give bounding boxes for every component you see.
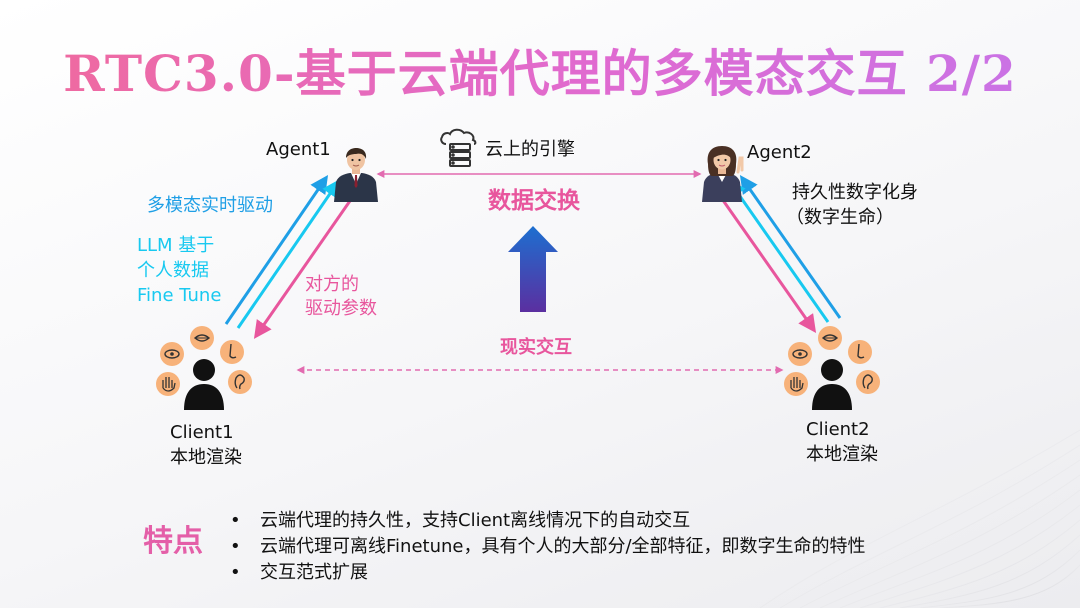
feature-text: 云端代理的持久性，支持Client离线情况下的自动交互 — [260, 510, 691, 531]
client2-sense-cluster — [784, 326, 880, 410]
ear-icon — [228, 370, 252, 394]
up-arrow — [508, 226, 558, 312]
cloud-engine-label: 云上的引擎 — [485, 139, 575, 160]
client1-desc: 本地渲染 — [170, 447, 242, 468]
left-pink-arrow — [253, 197, 354, 339]
nose-icon — [848, 340, 872, 364]
data-exchange-label: 数据交换 — [488, 187, 580, 214]
llm-label-line1: LLM 基于 — [137, 235, 215, 256]
llm-label-line2: 个人数据 — [137, 260, 209, 281]
right-blue-arrow — [739, 175, 842, 319]
hand-icon — [156, 372, 180, 396]
agent1-label: Agent1 — [266, 139, 331, 160]
nose-icon — [220, 340, 244, 364]
left-cyan-arrow — [236, 179, 341, 329]
client1-sense-cluster — [156, 326, 252, 410]
real-interaction-label: 现实交互 — [500, 337, 572, 358]
bullet-icon: • — [230, 510, 241, 531]
params-label-line1: 对方的 — [305, 274, 359, 295]
feature-item: • 云端代理的持久性，支持Client离线情况下的自动交互 — [230, 508, 866, 534]
ear-icon — [856, 370, 880, 394]
eye-icon — [788, 342, 812, 366]
feature-item: • 交互范式扩展 — [230, 560, 866, 586]
decorative-waves — [759, 429, 1080, 608]
agent2-label: Agent2 — [747, 142, 812, 163]
bullet-icon: • — [230, 562, 241, 583]
feature-item: • 云端代理可离线Finetune，具有个人的大部分/全部特征，即数字生命的特性 — [230, 534, 866, 560]
right-cyan-arrow — [727, 179, 830, 323]
digital-avatar-line1: 持久性数字化身 — [792, 182, 918, 203]
person-icon — [812, 359, 852, 410]
client2-desc: 本地渲染 — [806, 444, 878, 465]
bullet-icon: • — [230, 536, 241, 557]
agent1-avatar-icon — [334, 148, 378, 202]
person-icon — [184, 359, 224, 410]
agent2-avatar-icon — [702, 146, 744, 202]
client2-name: Client2 — [806, 419, 870, 440]
mouth-icon — [818, 326, 842, 350]
drive-label: 多模态实时驱动 — [147, 195, 273, 216]
feature-text: 交互范式扩展 — [260, 562, 368, 583]
llm-label-line3: Fine Tune — [137, 285, 222, 306]
feature-text: 云端代理可离线Finetune，具有个人的大部分/全部特征，即数字生命的特性 — [260, 536, 866, 557]
digital-avatar-line2: （数字生命） — [786, 207, 894, 228]
mouth-icon — [190, 326, 214, 350]
hand-icon — [784, 372, 808, 396]
left-blue-arrow — [224, 175, 329, 325]
slide-title: RTC3.0-基于云端代理的多模态交互 2/2 — [0, 42, 1080, 106]
eye-icon — [160, 342, 184, 366]
features-list: • 云端代理的持久性，支持Client离线情况下的自动交互 • 云端代理可离线Fin… — [230, 508, 866, 586]
params-label-line2: 驱动参数 — [305, 298, 377, 319]
client1-name: Client1 — [170, 422, 234, 443]
features-title: 特点 — [143, 524, 203, 559]
cloud-server-icon — [440, 128, 477, 167]
right-pink-arrow — [718, 195, 817, 333]
